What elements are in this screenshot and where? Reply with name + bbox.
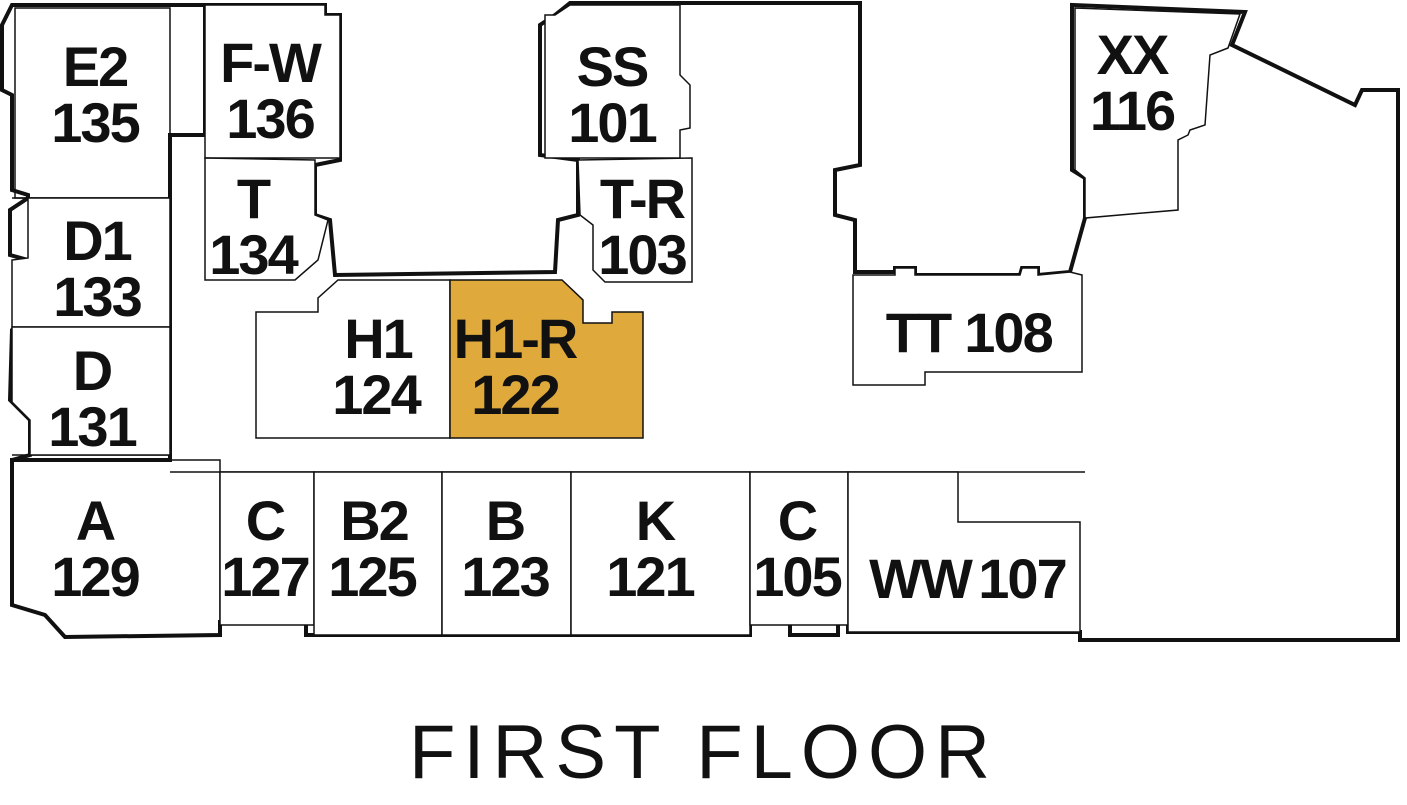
- unit-a[interactable]: A 129: [11, 459, 221, 638]
- unit-code: XX: [1097, 23, 1169, 86]
- unit-d1[interactable]: D1 133: [11, 197, 171, 328]
- unit-code: B: [486, 489, 524, 552]
- unit-number: 135: [51, 91, 139, 154]
- unit-code: A: [76, 489, 115, 552]
- floor-title: FIRST FLOOR: [408, 710, 999, 795]
- unit-tr[interactable]: T-R 103: [577, 157, 693, 286]
- unit-b[interactable]: B 123: [441, 471, 572, 636]
- unit-number: 131: [48, 395, 136, 458]
- unit-code: B2: [340, 489, 408, 552]
- unit-fw[interactable]: F-W 136: [204, 4, 341, 159]
- unit-number: 121: [606, 545, 694, 608]
- unit-code: H1: [344, 307, 412, 370]
- unit-number: 136: [226, 87, 314, 150]
- unit-number: 134: [209, 223, 298, 286]
- unit-code: E2: [63, 35, 128, 98]
- unit-h1r-selected[interactable]: H1-R 122: [449, 279, 644, 439]
- unit-number: 107: [978, 547, 1065, 610]
- unit-code: D: [73, 339, 112, 402]
- unit-code: WW: [869, 547, 973, 610]
- unit-number: 133: [53, 265, 141, 328]
- unit-number: 105: [753, 545, 841, 608]
- unit-code: F-W: [220, 31, 322, 94]
- unit-number: 125: [328, 545, 416, 608]
- unit-code: T: [237, 167, 271, 230]
- unit-ss[interactable]: SS 101: [544, 4, 691, 159]
- unit-label: TT: [886, 301, 952, 364]
- unit-code: K: [636, 489, 676, 552]
- unit-code: H1-R: [454, 307, 578, 370]
- unit-h1[interactable]: H1 124: [255, 279, 451, 439]
- unit-b2[interactable]: B2 125: [313, 471, 443, 636]
- unit-number: 101: [568, 91, 656, 154]
- unit-code: C: [246, 489, 285, 552]
- unit-k[interactable]: K 121: [570, 471, 751, 636]
- unit-t[interactable]: T 134: [204, 157, 329, 286]
- unit-number: 129: [51, 545, 139, 608]
- unit-code: D1: [63, 209, 131, 272]
- unit-number: 123: [461, 545, 549, 608]
- unit-number-tt: 108: [964, 301, 1052, 364]
- unit-xx[interactable]: XX 116: [1074, 7, 1242, 219]
- unit-number: 127: [221, 545, 308, 608]
- unit-tt[interactable]: TT: [852, 267, 1083, 386]
- unit-number: 103: [598, 223, 686, 286]
- unit-number: 116: [1090, 79, 1175, 142]
- unit-number: 122: [471, 363, 558, 426]
- unit-number: 124: [332, 363, 421, 426]
- unit-d[interactable]: D 131: [11, 326, 171, 458]
- unit-ww[interactable]: WW 107: [847, 471, 1081, 633]
- unit-c127[interactable]: C 127: [219, 471, 315, 626]
- unit-e2[interactable]: E2 135: [14, 7, 171, 199]
- unit-code: C: [778, 489, 817, 552]
- unit-code: SS: [577, 35, 648, 98]
- unit-code: T-R: [600, 167, 686, 230]
- unit-c105[interactable]: C 105: [749, 471, 849, 626]
